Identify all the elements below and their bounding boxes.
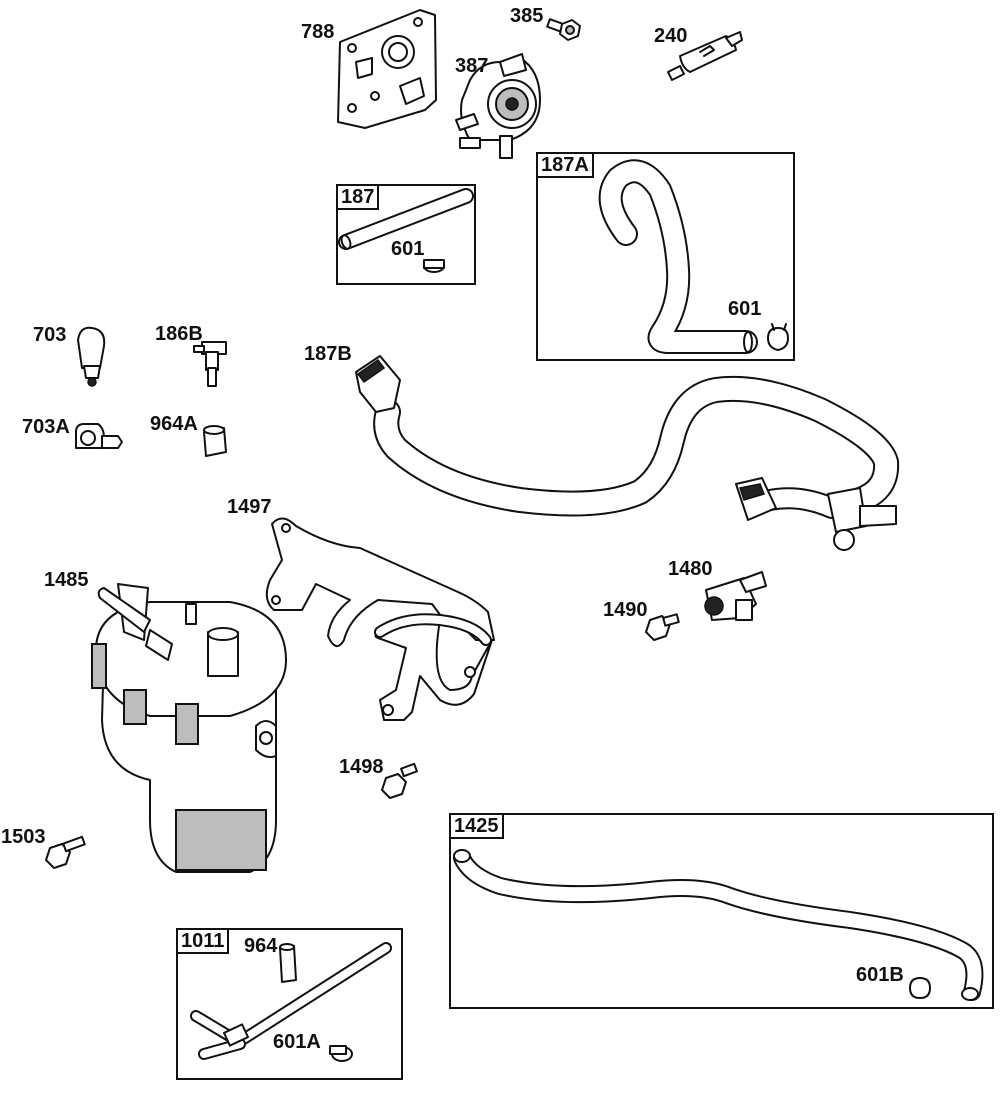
- callout-187B: 187B: [304, 343, 352, 365]
- part-964-sleeve-drawing: [279, 943, 297, 983]
- part-788-bracket-drawing: [337, 9, 437, 129]
- part-601A-clamp-drawing: [329, 1045, 353, 1062]
- callout-601B: 601B: [856, 964, 904, 986]
- part-1498-screw-drawing: [381, 762, 418, 799]
- callout-186B: 186B: [155, 323, 203, 345]
- callout-1480: 1480: [668, 558, 713, 580]
- callout-1490: 1490: [603, 599, 648, 621]
- callout-601-in-187A: 601: [728, 298, 762, 320]
- callout-1498: 1498: [339, 756, 384, 778]
- callout-1503: 1503: [1, 826, 46, 848]
- part-1497-bracket-drawing: [265, 517, 495, 721]
- part-1011-hose-drawing: [190, 942, 392, 1060]
- part-601-clamp-drawing: [423, 259, 445, 273]
- part-186B-fitting-drawing: [193, 341, 227, 387]
- kit-box-187: 187: [336, 184, 476, 285]
- part-703A-clip-drawing: [75, 423, 123, 449]
- part-964A-sleeve-drawing: [203, 425, 227, 457]
- callout-964: 964: [244, 935, 278, 957]
- part-1490-screw-drawing: [645, 613, 680, 641]
- kit-box-187A: 187A: [536, 152, 795, 361]
- callout-703: 703: [33, 324, 67, 346]
- callout-387: 387: [455, 55, 489, 77]
- callout-240: 240: [654, 25, 688, 47]
- kit-tag-1011: 1011: [178, 930, 230, 954]
- callout-703A: 703A: [22, 416, 70, 438]
- part-703-clip-drawing: [77, 326, 106, 387]
- part-187B-hose-assembly-drawing: [355, 355, 900, 551]
- part-1503-screw-drawing: [45, 835, 86, 869]
- kit-box-1425: 1425: [449, 813, 994, 1009]
- part-387-fuel-pump-drawing: [455, 53, 541, 159]
- part-187-hose-drawing: [338, 188, 474, 250]
- part-187A-hose-drawing: [598, 159, 758, 354]
- kit-tag-187: 187: [338, 186, 380, 210]
- callout-601A: 601A: [273, 1031, 321, 1053]
- callout-601-in-187: 601: [391, 238, 425, 260]
- part-1485-canister-drawing: [91, 583, 287, 873]
- part-1425-hose-drawing: [453, 849, 984, 1001]
- callout-964A: 964A: [150, 413, 198, 435]
- callout-385: 385: [510, 5, 544, 27]
- part-240-fuel-filter-drawing: [667, 31, 743, 81]
- part-601-clamp-drawing-2: [767, 323, 789, 351]
- callout-1485: 1485: [44, 569, 89, 591]
- kit-tag-187A: 187A: [538, 154, 594, 178]
- callout-1497: 1497: [227, 496, 272, 518]
- kit-tag-1425: 1425: [451, 815, 504, 839]
- part-1480-valve-drawing: [704, 571, 767, 621]
- kit-box-1011: 1011: [176, 928, 403, 1080]
- part-385-screw-drawing: [546, 18, 581, 41]
- part-601B-clamp-drawing: [909, 977, 931, 999]
- callout-788: 788: [301, 21, 335, 43]
